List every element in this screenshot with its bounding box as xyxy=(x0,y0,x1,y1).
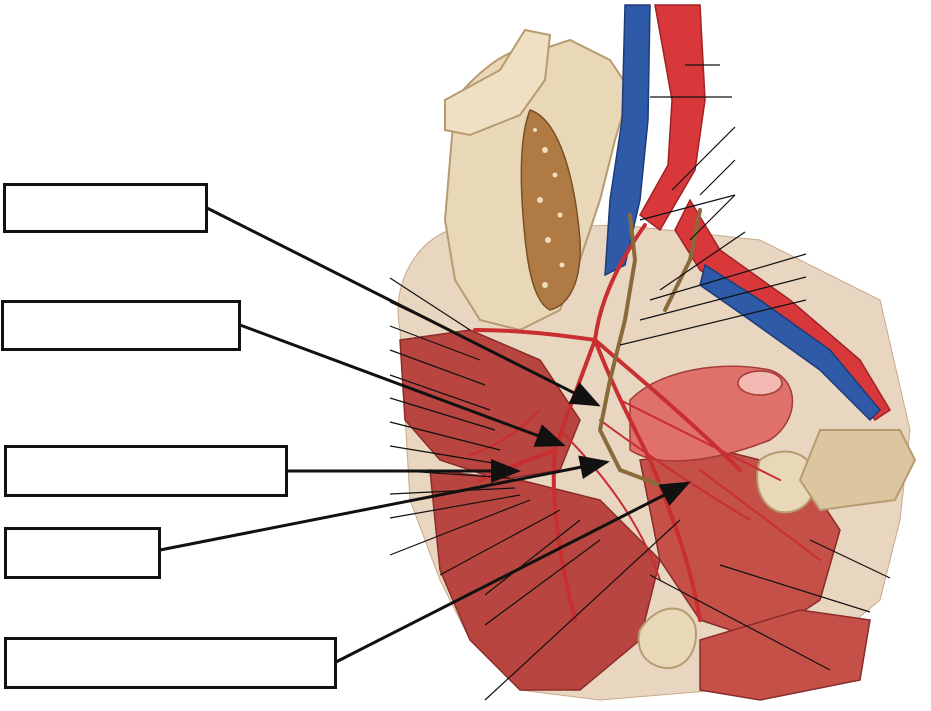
pointer-4 xyxy=(159,455,610,552)
blank-label-box-2[interactable] xyxy=(1,300,241,351)
blank-label-box-3[interactable] xyxy=(4,445,288,497)
small-arterial-branches xyxy=(469,399,821,581)
ischial-bone-section xyxy=(637,607,697,670)
pubic-bone-section xyxy=(756,450,817,514)
vertebra-process xyxy=(444,28,552,137)
bone-marrow-texture xyxy=(533,128,565,288)
pointer-1 xyxy=(206,206,601,407)
blank-label-box-4[interactable] xyxy=(4,527,161,579)
label-pointers xyxy=(159,206,691,664)
right-leader-lines xyxy=(619,64,891,671)
blank-label-box-1[interactable] xyxy=(3,183,208,233)
organ-lumen xyxy=(737,370,783,396)
pointer-2 xyxy=(239,323,566,447)
levator-muscle xyxy=(699,609,871,701)
pelvic-wall-bone xyxy=(798,429,917,512)
external-iliac-vein xyxy=(699,263,882,422)
pointer-5 xyxy=(335,481,691,664)
blank-label-box-5[interactable] xyxy=(4,637,337,689)
left-leader-lines xyxy=(389,277,681,701)
common-iliac-vein xyxy=(604,4,651,277)
sacrum-cut-section xyxy=(520,109,581,311)
